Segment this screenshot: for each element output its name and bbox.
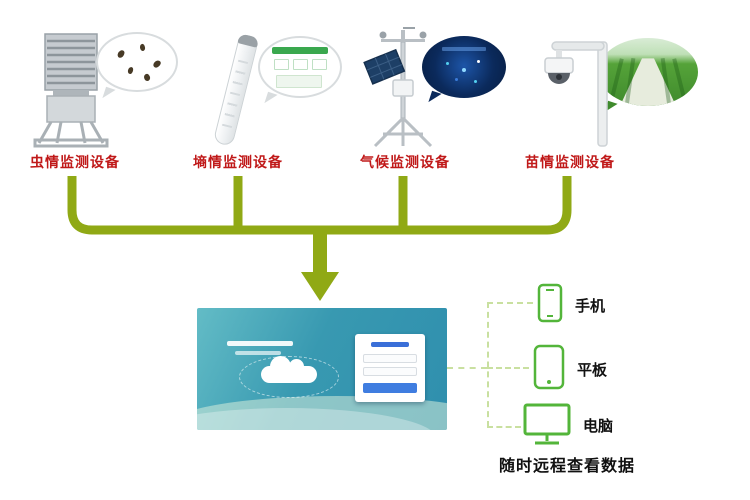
login-title-bar bbox=[371, 342, 409, 347]
insect-trap-image bbox=[33, 33, 109, 148]
cloud-platform-screenshot bbox=[197, 308, 447, 430]
platform-cloud-icon bbox=[261, 356, 317, 383]
dashed-connector-phone bbox=[487, 302, 533, 304]
device-label-climate: 气候监测设备 bbox=[360, 154, 450, 170]
endpoint-label-desktop: 电脑 bbox=[583, 418, 614, 435]
insect-icon bbox=[142, 72, 152, 83]
smartphone-icon bbox=[537, 283, 563, 323]
device-label-insect: 虫情监测设备 bbox=[30, 154, 120, 170]
device-label-soil: 墒情监测设备 bbox=[193, 154, 283, 170]
desktop-icon bbox=[523, 403, 571, 445]
data-dot bbox=[462, 68, 466, 72]
dashed-connector-platform bbox=[447, 367, 487, 369]
mini-dark-dashboard-header bbox=[442, 47, 486, 51]
mini-dashboard-card bbox=[293, 59, 308, 70]
remote-view-caption: 随时远程查看数据 bbox=[498, 458, 635, 475]
mini-dashboard-card bbox=[274, 59, 289, 70]
login-button bbox=[363, 383, 417, 393]
insects-bubble bbox=[96, 32, 178, 92]
dashed-connector-tablet bbox=[487, 367, 529, 369]
platform-headline-text bbox=[227, 341, 293, 346]
data-dot bbox=[477, 60, 480, 63]
mini-dashboard-chart bbox=[276, 75, 322, 88]
platform-subline-text bbox=[235, 351, 281, 355]
login-username-field bbox=[363, 354, 417, 363]
down-arrowhead-icon bbox=[301, 272, 339, 301]
dome-camera-image bbox=[544, 41, 608, 147]
insect-icon bbox=[152, 59, 162, 69]
insect-icon bbox=[127, 66, 134, 75]
endpoint-label-tablet: 平板 bbox=[577, 362, 608, 379]
green-dashboard-bubble bbox=[258, 36, 342, 98]
dashed-connector-desktop bbox=[487, 426, 521, 428]
weather-station-image bbox=[363, 27, 433, 148]
mini-dashboard-card bbox=[312, 59, 327, 70]
data-dot bbox=[474, 80, 477, 83]
dark-dashboard-bubble bbox=[422, 36, 506, 98]
insect-icon bbox=[138, 43, 147, 52]
data-dot bbox=[455, 78, 458, 81]
bracket-outer-path bbox=[67, 176, 572, 235]
login-password-field bbox=[363, 367, 417, 376]
device-label-seedling: 苗情监测设备 bbox=[525, 154, 615, 170]
data-dot bbox=[446, 62, 449, 65]
login-panel bbox=[355, 334, 425, 402]
dashed-connector-vertical bbox=[487, 302, 489, 427]
platform-wave-graphic bbox=[197, 408, 437, 430]
mini-dashboard-header bbox=[272, 47, 328, 54]
endpoint-label-phone: 手机 bbox=[575, 298, 606, 315]
tablet-icon bbox=[533, 344, 565, 390]
insect-icon bbox=[116, 49, 126, 59]
greenhouse-bubble bbox=[598, 38, 698, 106]
platform-dashed-ring bbox=[239, 356, 339, 398]
